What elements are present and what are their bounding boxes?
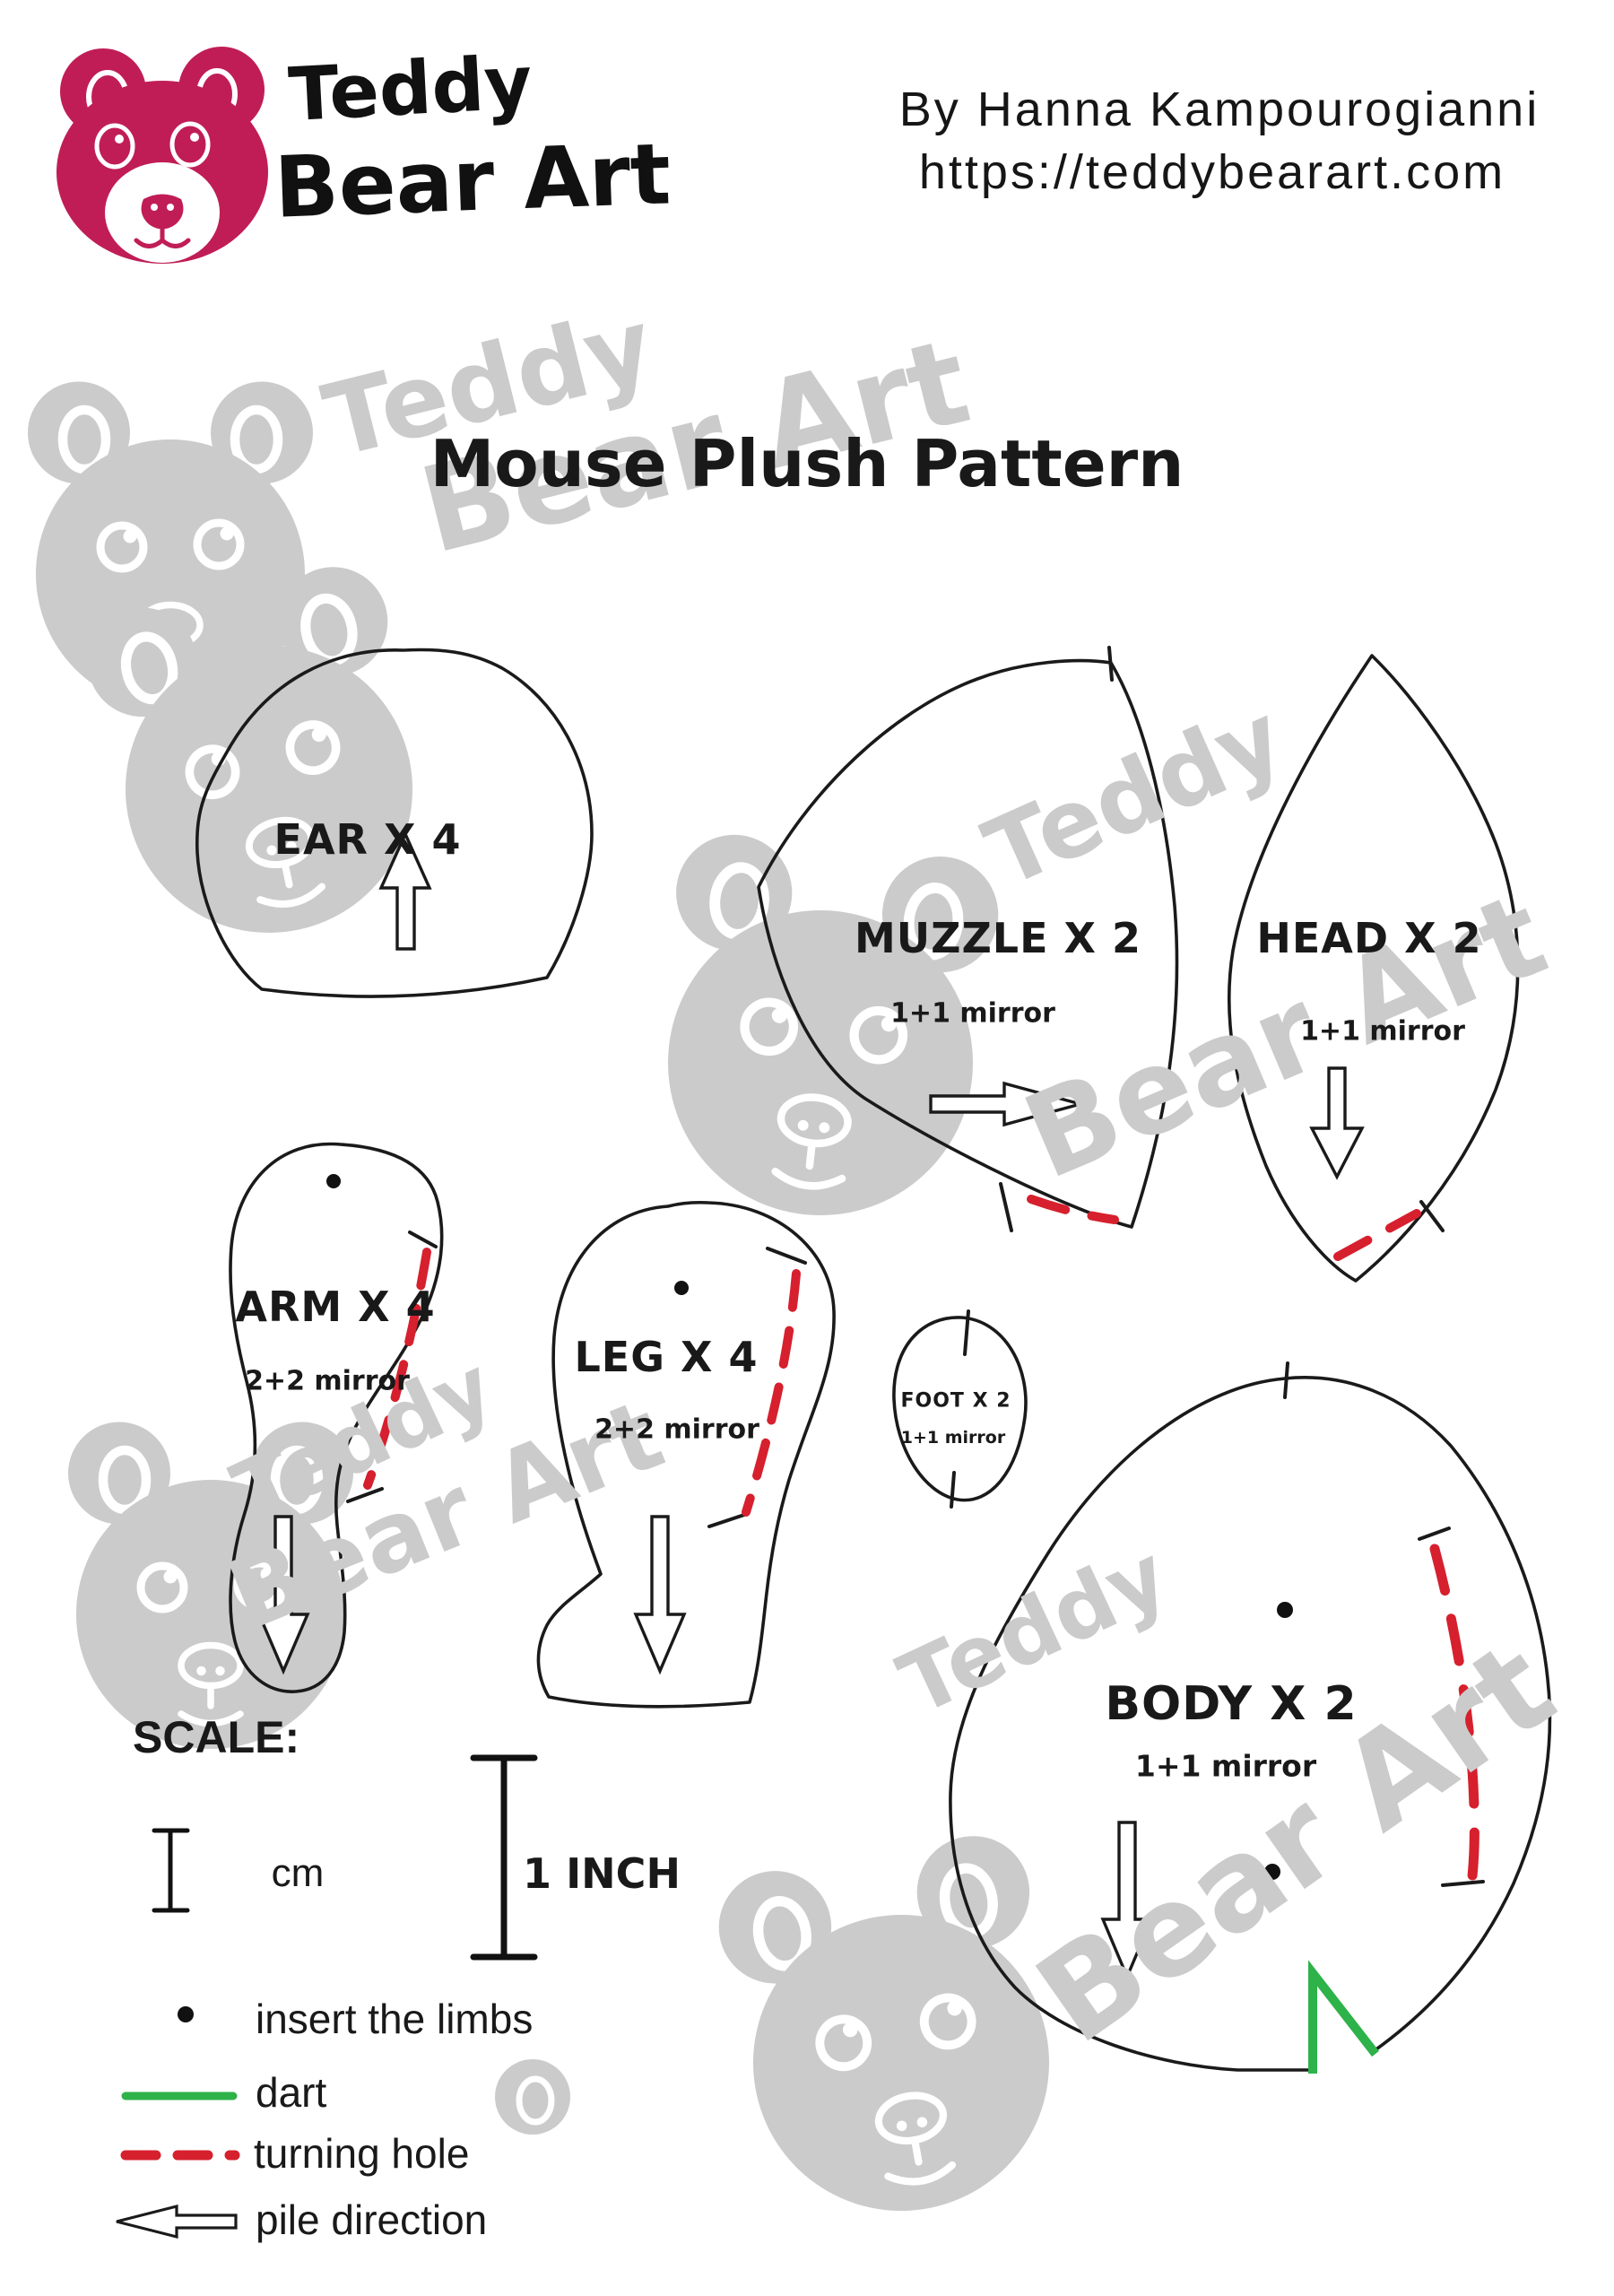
head-mirror-note: 1+1 mirror [1300,1015,1465,1048]
joint-dot-body-lower [1264,1864,1280,1880]
leg-label: LEG X 4 [574,1333,759,1381]
scale-cm-bar [152,1828,190,1913]
pile-arrow-ear-up [378,830,432,951]
author-name: By Hanna Kampourogianni [898,83,1540,136]
dart-mark-body [1308,1960,1379,2074]
head-outline [1227,654,1520,1283]
legend-pile-direction-label: pile direction [256,2196,488,2243]
logo-bear-icon [56,47,268,264]
ear-outline [195,648,594,998]
turning-hole-muzzle [1027,1195,1119,1224]
turning-hole-head [1333,1209,1421,1261]
pile-direction-arrows [256,830,1365,1981]
ear-label: EAR X 4 [273,815,462,864]
joint-dot-arm [326,1174,341,1188]
foot-outline [892,1316,1028,1502]
foot-label: FOOT X 2 [900,1389,1011,1413]
scale-bars [152,1754,538,1961]
turning-hole-leg [742,1269,801,1517]
pile-arrow-arm-down [256,1515,310,1675]
muzzle-label: MUZZLE X 2 [854,914,1142,962]
pile-arrow-leg-down [633,1515,687,1675]
arm-label: ARM X 4 [235,1283,436,1331]
pile-arrow-head-down [1309,1066,1365,1180]
notch-ticks [346,646,1485,1887]
muzzle-outline [757,658,1179,1229]
turning-hole-arm [363,1248,431,1490]
legend-dot [178,2006,194,2022]
scale-cm-label: cm [271,1851,325,1895]
joint-dot-leg [674,1281,689,1295]
pile-arrow-body-down [1100,1821,1154,1981]
scale-inch-label: 1 INCH [523,1849,681,1898]
leg-mirror-note: 2+2 mirror [594,1413,759,1446]
arm-mirror-note: 2+2 mirror [245,1365,410,1397]
site-url: https://teddybearart.com [918,145,1506,199]
body-outline [949,1376,1552,2072]
arm-outline [229,1142,444,1693]
page-title: Mouse Plush Pattern [430,426,1184,501]
muzzle-mirror-note: 1+1 mirror [890,997,1055,1030]
logo-wordmark-line1: Teddy [286,39,534,139]
legend-turning-hole-label: turning hole [254,2130,470,2177]
scale-inch-bar [470,1754,538,1961]
leg-outline [536,1200,836,1709]
logo-wordmark-line2: Bear Art [273,126,672,238]
body-label: BODY X 2 [1105,1677,1358,1731]
legend-symbols [116,2006,240,2239]
joint-dots [326,1174,1293,1880]
pile-arrow-muzzle-right [929,1081,1087,1127]
watermark-ear-fragment [495,2059,570,2135]
scale-heading: SCALE: [133,1712,300,1762]
turning-hole-marks [363,1195,1480,1882]
foot-mirror-note: 1+1 mirror [900,1428,1006,1448]
body-mirror-note: 1+1 mirror [1134,1748,1317,1784]
legend-pile-arrow [116,2204,238,2239]
turning-hole-body [1429,1544,1480,1882]
head-label: HEAD X 2 [1256,914,1482,962]
joint-dot-body-upper [1277,1602,1293,1618]
watermark-bear-faces [28,382,1081,2236]
legend-dart-label: dart [256,2069,327,2116]
legend-insert-limbs-label: insert the limbs [256,1996,534,2042]
